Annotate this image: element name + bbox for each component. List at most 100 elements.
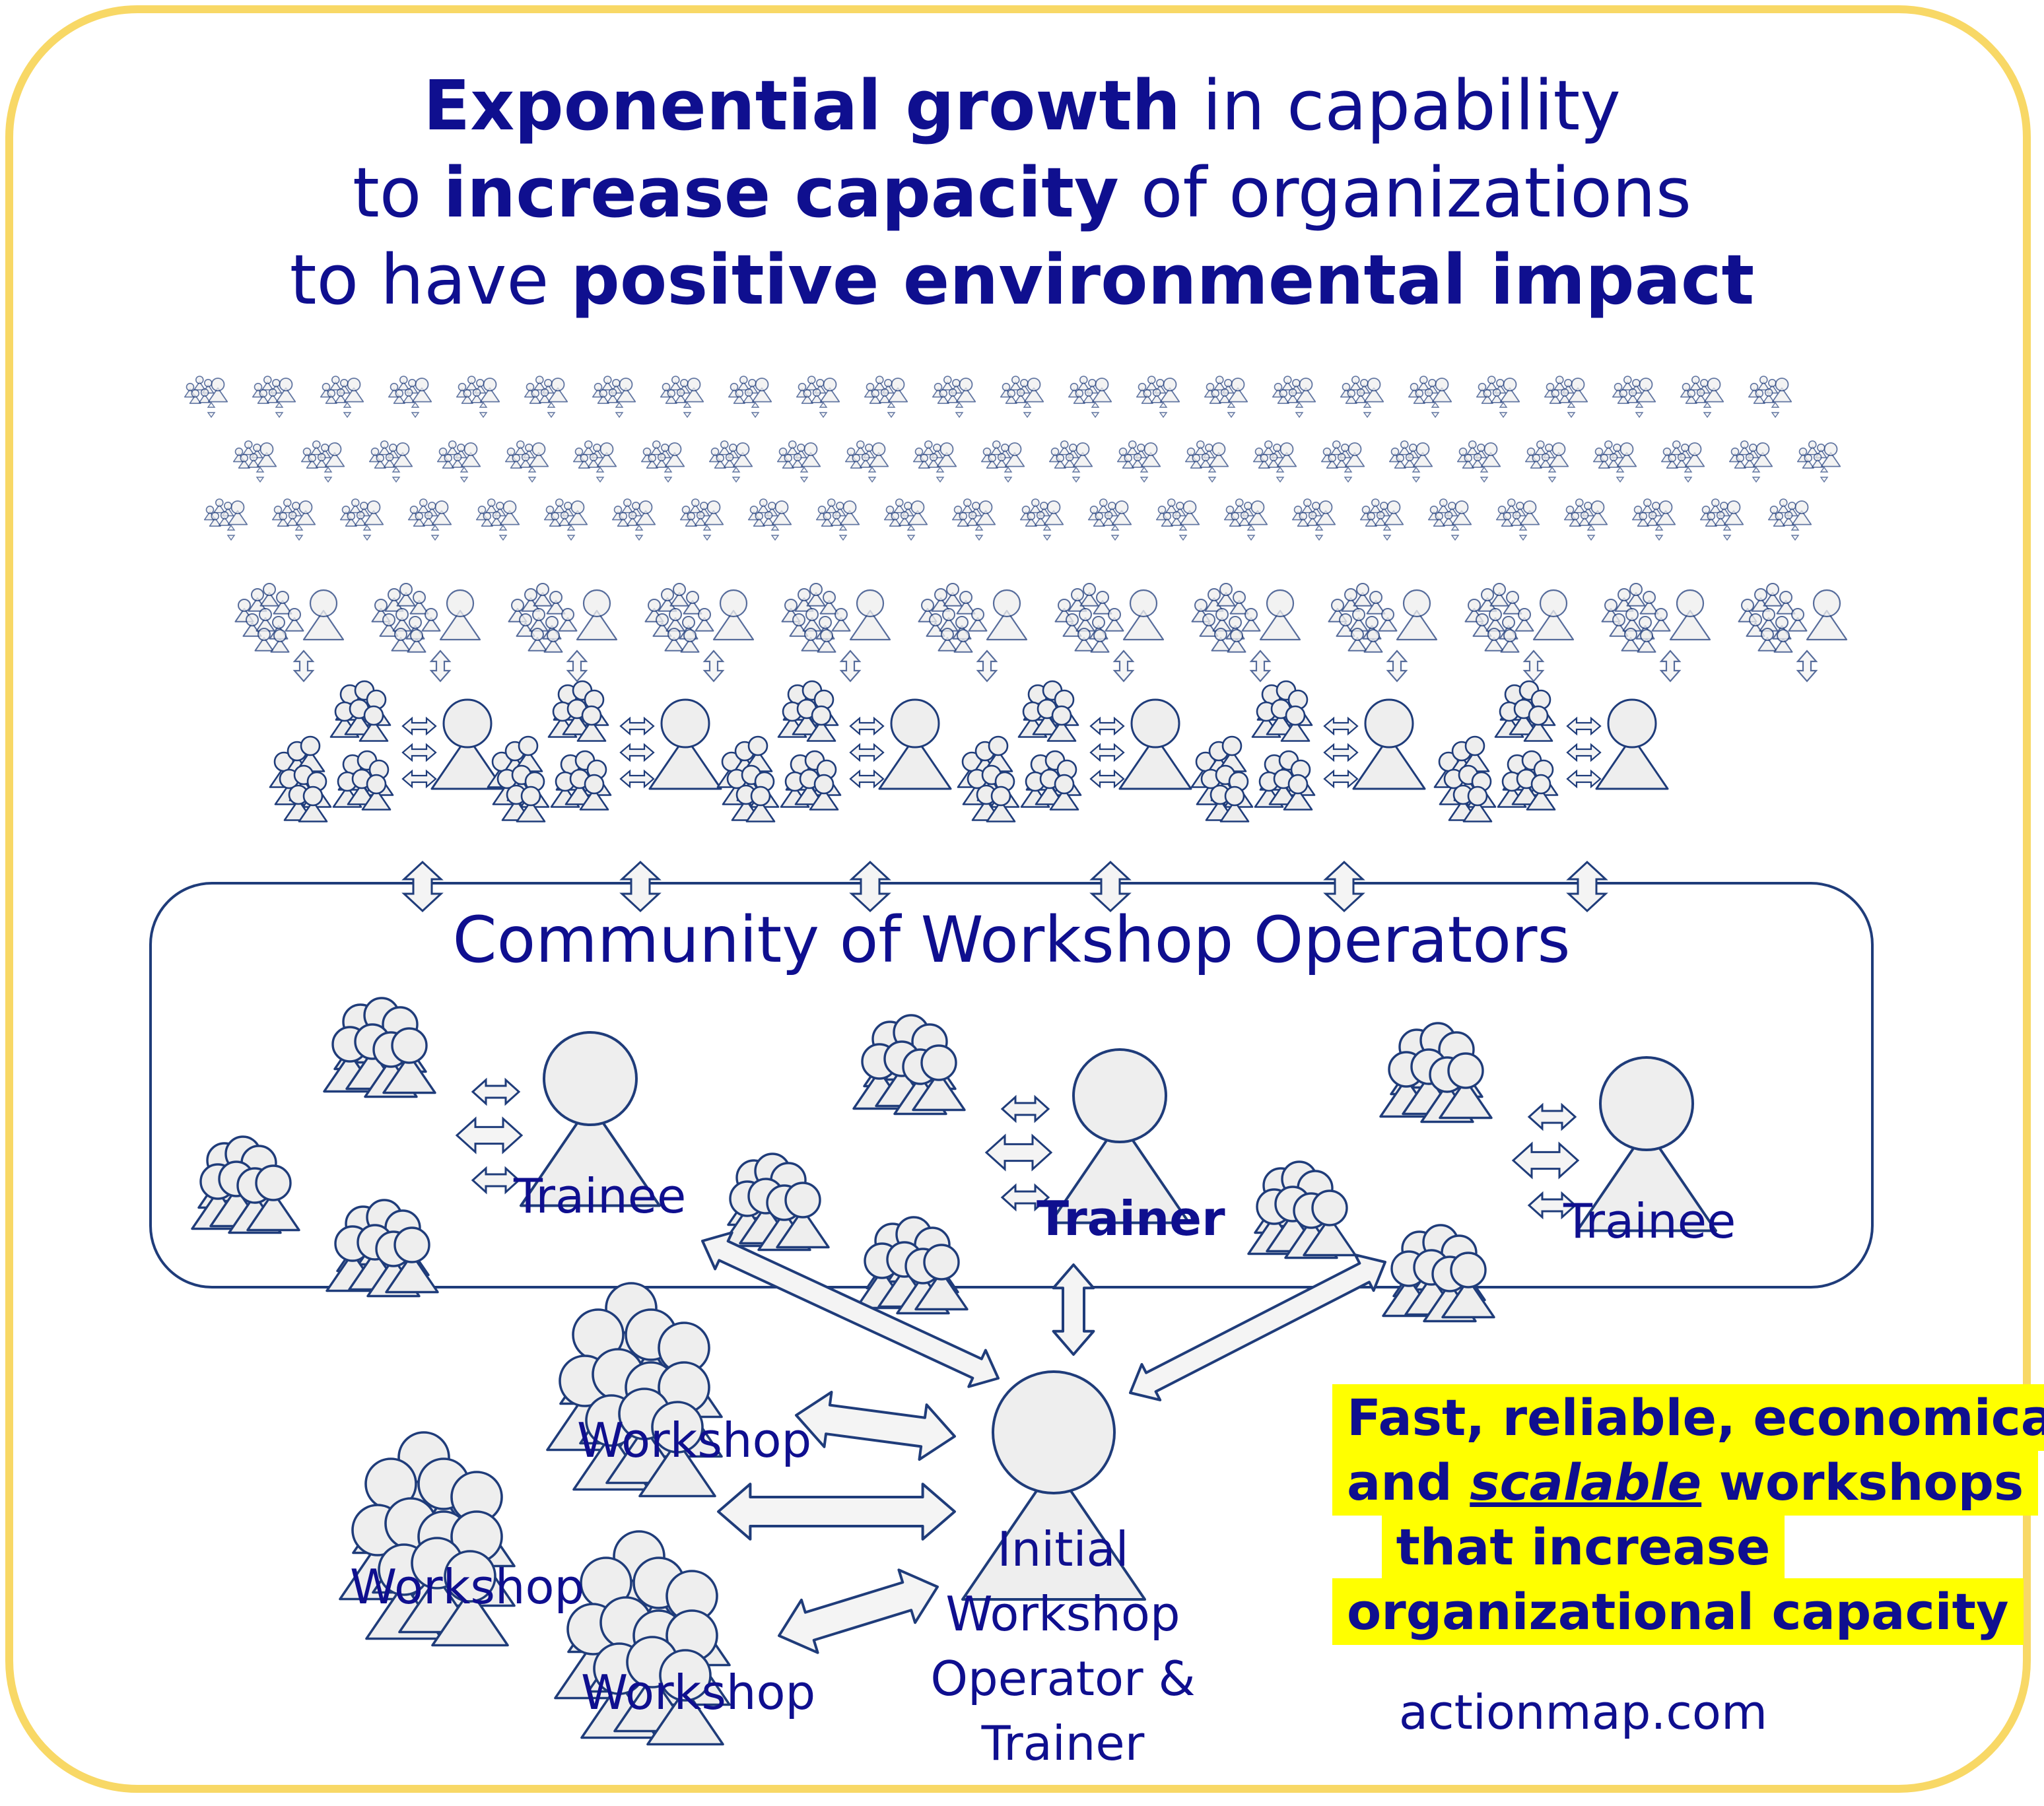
micro-group-icon bbox=[271, 498, 316, 541]
micro-group-icon bbox=[368, 440, 413, 483]
micro-group-icon bbox=[1680, 376, 1724, 418]
micro-group-icon bbox=[951, 498, 996, 541]
trainee-group-right bbox=[1247, 1022, 1717, 1323]
micro-group-icon bbox=[524, 376, 568, 418]
micro-group-icon bbox=[912, 440, 957, 483]
micro-group-icon bbox=[184, 376, 228, 418]
leader-with-teams-icon bbox=[716, 680, 952, 913]
arrow-to-workshop-3 bbox=[778, 1568, 939, 1654]
micro-group-icon bbox=[708, 440, 753, 483]
micro-group-icon bbox=[1544, 376, 1588, 418]
micro-group-icon bbox=[436, 440, 481, 483]
micro-group-icon bbox=[679, 498, 724, 541]
leader-with-teams-icon bbox=[487, 680, 722, 913]
micro-group-icon bbox=[407, 498, 452, 541]
initial-operator-label: Initial Workshop Operator & Trainer bbox=[930, 1522, 1196, 1771]
micro-group-icon bbox=[1427, 498, 1472, 541]
micro-group-icon bbox=[1136, 376, 1180, 418]
micro-group-icon bbox=[1748, 376, 1792, 418]
micro-group-icon bbox=[1155, 498, 1200, 541]
headline-line-2: to increase capacity of organizations bbox=[353, 152, 1691, 233]
workshop-crowd-1 bbox=[546, 1282, 723, 1498]
trainee-label-left: Trainee bbox=[514, 1168, 687, 1224]
micro-group-icon bbox=[1019, 498, 1064, 541]
micro-group-icon bbox=[1340, 376, 1384, 418]
arrow-to-workshop-2 bbox=[717, 1483, 956, 1541]
micro-group-icon bbox=[932, 376, 976, 418]
micro-group-icon bbox=[339, 498, 384, 541]
micro-group-icon bbox=[728, 376, 772, 418]
yellow-rounded-frame bbox=[5, 5, 2031, 1793]
micro-group-icon bbox=[864, 376, 908, 418]
trainer-group bbox=[720, 1014, 1190, 1315]
micro-group-icon bbox=[1476, 376, 1520, 418]
website-label: actionmap.com bbox=[1398, 1685, 1768, 1740]
highlight-line-1: Fast, reliable, economical bbox=[1332, 1384, 2044, 1451]
micro-group-icon bbox=[1408, 376, 1452, 418]
micro-group-icon bbox=[320, 376, 364, 418]
micro-group-icon bbox=[1223, 498, 1268, 541]
micro-group-icon bbox=[747, 498, 792, 541]
micro-group-icon bbox=[1291, 498, 1336, 541]
micro-group-icon bbox=[252, 376, 296, 418]
workshop-crowd-2 bbox=[339, 1431, 516, 1647]
medium-group-icon bbox=[1054, 583, 1165, 683]
headline-line-3: to have positive environmental impact bbox=[289, 240, 1755, 320]
micro-group-icon bbox=[475, 498, 520, 541]
micro-group-icon bbox=[1563, 498, 1608, 541]
micro-group-icon bbox=[1612, 376, 1656, 418]
micro-group-icon bbox=[640, 440, 685, 483]
workshop-label-2: Workshop bbox=[350, 1559, 585, 1615]
trainee-label-right: Trainee bbox=[1563, 1193, 1736, 1249]
micro-group-icon bbox=[1456, 440, 1501, 483]
medium-group-icon bbox=[1601, 583, 1711, 683]
micro-group-icon bbox=[815, 498, 860, 541]
micro-group-icon bbox=[1048, 440, 1093, 483]
medium-group-icon bbox=[1191, 583, 1301, 683]
arrow-to-trainer bbox=[1052, 1263, 1095, 1356]
micro-group-icon bbox=[611, 498, 656, 541]
arrow-to-workshop-1 bbox=[795, 1390, 957, 1461]
micro-group-icon bbox=[1495, 498, 1540, 541]
medium-group-icon bbox=[1738, 583, 1848, 683]
micro-group-icon bbox=[1631, 498, 1676, 541]
micro-group-icon bbox=[1388, 440, 1433, 483]
micro-group-icon bbox=[456, 376, 500, 418]
medium-group-icon bbox=[371, 583, 481, 683]
arrow-to-left-trainee bbox=[701, 1231, 1000, 1388]
micro-group-icon bbox=[1184, 440, 1229, 483]
micro-group-icon bbox=[1320, 440, 1365, 483]
micro-group-icon bbox=[1272, 376, 1316, 418]
micro-group-icon bbox=[980, 440, 1025, 483]
micro-group-icon bbox=[1087, 498, 1132, 541]
micro-group-icon bbox=[504, 440, 549, 483]
micro-group-icon bbox=[1660, 440, 1705, 483]
medium-group-icon bbox=[918, 583, 1028, 683]
micro-group-icon bbox=[388, 376, 432, 418]
micro-group-icon bbox=[300, 440, 345, 483]
micro-group-icon bbox=[1728, 440, 1773, 483]
micro-group-icon bbox=[1592, 440, 1637, 483]
micro-group-icon bbox=[232, 440, 277, 483]
micro-group-icon bbox=[1767, 498, 1812, 541]
leader-with-teams-icon bbox=[269, 680, 504, 913]
micro-group-icon bbox=[1000, 376, 1044, 418]
highlight-line-2: and scalable workshops bbox=[1332, 1449, 2039, 1516]
micro-group-icon bbox=[796, 376, 840, 418]
micro-group-icon bbox=[883, 498, 928, 541]
micro-group-icon bbox=[1524, 440, 1569, 483]
micro-group-icon bbox=[572, 440, 617, 483]
medium-group-icon bbox=[508, 583, 618, 683]
headline-line-1: Exponential growth in capability bbox=[423, 65, 1621, 146]
micro-group-icon bbox=[203, 498, 248, 541]
medium-group-icon bbox=[1464, 583, 1575, 683]
workshop-label-3: Workshop bbox=[581, 1665, 816, 1720]
leader-with-teams-icon bbox=[957, 680, 1192, 913]
medium-group-icon bbox=[781, 583, 891, 683]
micro-group-icon bbox=[660, 376, 704, 418]
trainer-label: Trainer bbox=[1037, 1191, 1225, 1246]
highlight-line-3: that increase bbox=[1332, 1514, 1834, 1580]
arrow-to-right-trainee bbox=[1129, 1254, 1386, 1401]
